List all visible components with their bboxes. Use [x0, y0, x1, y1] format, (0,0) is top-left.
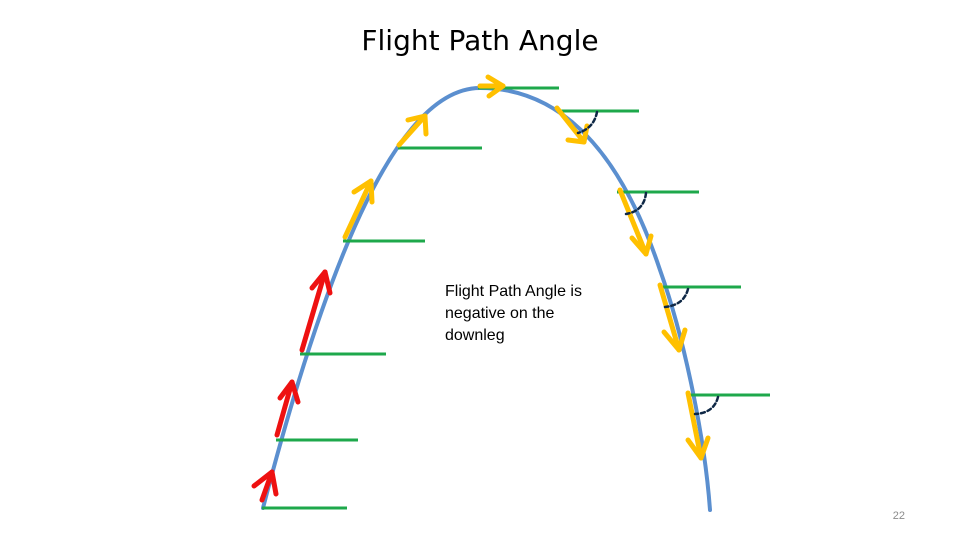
downleg-yellow-arrows [554, 105, 711, 461]
upleg-red-arrows [251, 269, 333, 503]
angle-arc-icon [693, 395, 720, 416]
velocity-arrow-icon [477, 74, 506, 99]
velocity-arrow-icon [342, 178, 375, 240]
velocity-arrow-icon [396, 113, 429, 148]
angle-arc-icon [663, 287, 690, 309]
angle-arc-icon [624, 191, 648, 216]
slide-number: 22 [892, 510, 905, 522]
velocity-arrow-icon [274, 379, 301, 438]
annotation-text: Flight Path Angle is negative on the dow… [445, 283, 582, 344]
angle-arcs [576, 110, 720, 416]
velocity-arrow-icon [554, 105, 590, 145]
angle-arc-icon [576, 110, 599, 135]
velocity-arrow-icon [657, 282, 688, 353]
velocity-arrow-icon [251, 469, 279, 503]
velocity-arrow-icon [299, 269, 333, 353]
upleg-yellow-arrows [342, 74, 506, 240]
slide-title: Flight Path Angle [361, 24, 599, 57]
velocity-arrow-icon [685, 390, 711, 461]
velocity-arrow-icon [617, 187, 654, 257]
